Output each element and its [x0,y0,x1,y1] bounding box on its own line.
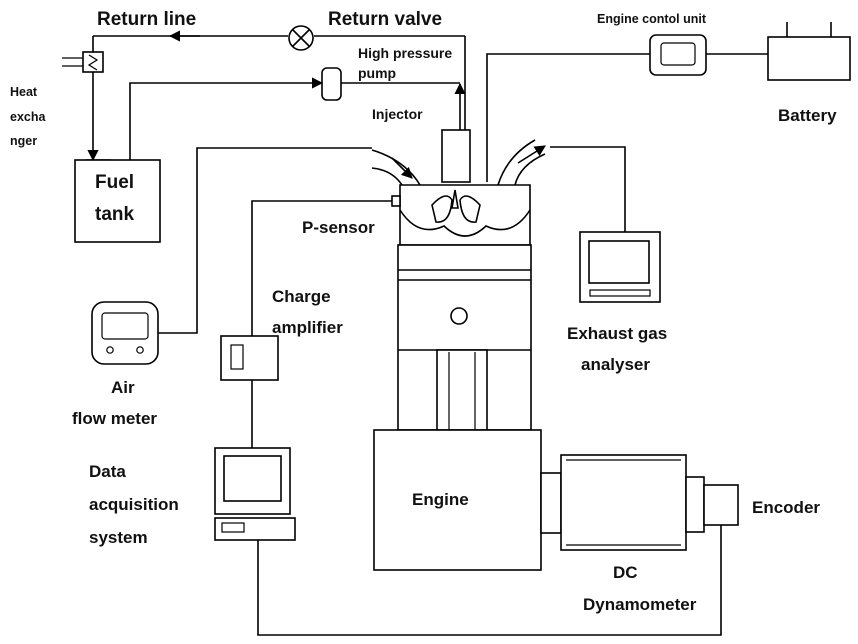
label-fuel-tank-2: tank [95,204,135,225]
exhaust-gas-analyser-icon [550,146,661,303]
label-battery: Battery [778,106,837,125]
label-heat-exchanger-3: nger [10,134,37,148]
heat-exchanger-icon [62,36,104,73]
label-return-line: Return line [97,9,196,30]
label-high-pressure-pump-1: High pressure [358,45,452,61]
label-engine: Engine [412,490,469,509]
label-dc-dynamometer-1: DC [613,563,638,582]
fuel-tank [74,159,161,243]
fuel-system [62,25,466,243]
label-data-acquisition-3: system [89,528,148,547]
label-heat-exchanger-2: excha [10,110,46,124]
cylinder-head [371,129,546,246]
label-return-valve: Return valve [328,9,442,30]
label-air-flow-meter-1: Air [111,378,135,397]
ecu-battery [486,22,851,182]
fuel-supply-line [129,82,155,160]
injector-body [441,129,471,183]
label-p-sensor: P-sensor [302,218,375,237]
label-charge-amplifier-2: amplifier [272,318,343,337]
encoder-to-daq-line [257,525,722,636]
data-acquisition-icon [214,447,296,541]
encoder [703,484,739,526]
label-encoder: Encoder [752,498,820,517]
charge-amplifier-icon [220,200,392,448]
label-exhaust-gas-analyser-2: analyser [581,355,650,374]
label-air-flow-meter-2: flow meter [72,409,157,428]
engine-block [373,244,542,571]
label-data-acquisition-1: Data [89,462,126,481]
label-engine-control-unit: Engine contol unit [597,12,707,26]
label-heat-exchanger-1: Heat [10,85,38,99]
label-high-pressure-pump-2: pump [358,65,396,81]
label-dc-dynamometer-2: Dynamometer [583,595,697,614]
battery-icon [767,36,851,81]
high-pressure-pump [321,67,342,101]
label-exhaust-gas-analyser-1: Exhaust gas [567,324,667,343]
dc-dynamometer [560,454,687,551]
engine-control-unit [649,34,707,76]
dynamometer [257,454,739,636]
label-fuel-tank-1: Fuel [95,172,134,193]
ecu-to-injector-line [486,53,650,182]
engine-box [373,429,542,571]
return-valve-icon [288,25,314,51]
label-data-acquisition-2: acquisition [89,495,179,514]
air-flow-meter-icon [91,147,372,365]
label-injector: Injector [372,106,423,122]
label-charge-amplifier-1: Charge [272,287,331,306]
